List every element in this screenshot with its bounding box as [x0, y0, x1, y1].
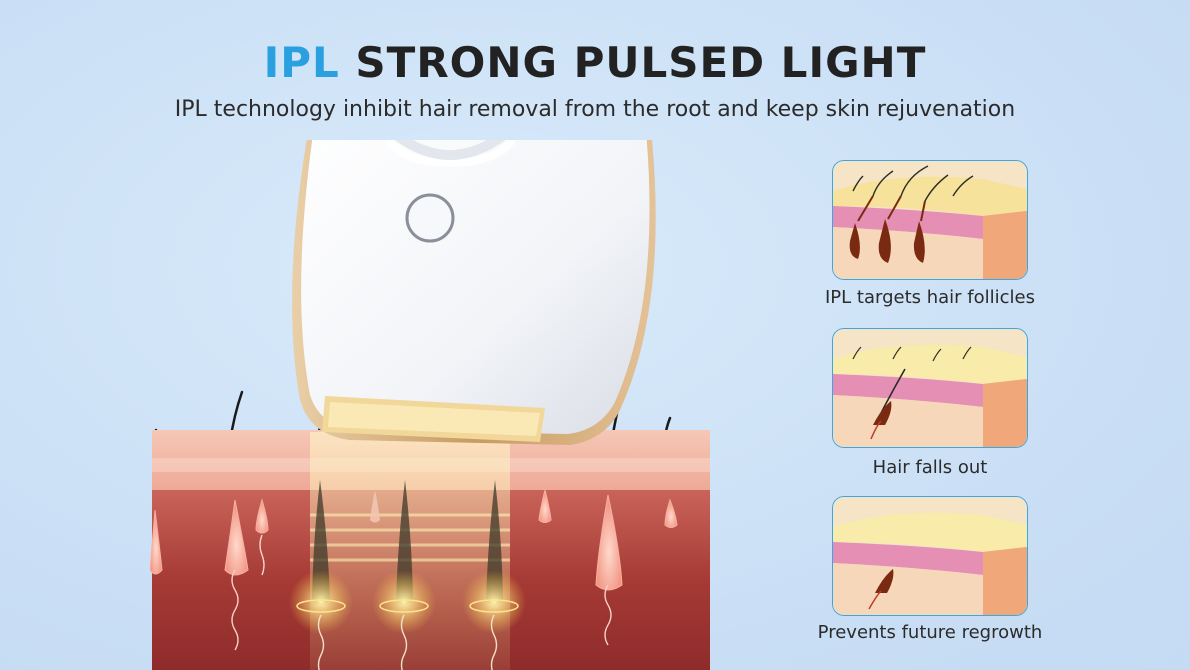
page-title: IPL STRONG PULSED LIGHT: [0, 38, 1190, 87]
title-rest: STRONG PULSED LIGHT: [355, 38, 927, 87]
skin-hair-falling-illustration: [833, 329, 1027, 447]
power-button-icon: [405, 193, 455, 243]
step-card-hair-falls: [832, 328, 1028, 448]
step-card-no-regrowth: [832, 496, 1028, 616]
skin-follicles-illustration: [833, 161, 1027, 279]
step-caption: IPL targets hair follicles: [824, 287, 1035, 308]
ipl-device-illustration: [149, 103, 710, 670]
step-caption: Hair falls out: [872, 457, 988, 478]
ipl-device-scene: [149, 103, 720, 670]
page-subtitle: IPL technology inhibit hair removal from…: [174, 97, 1016, 122]
step-caption: Prevents future regrowth: [817, 622, 1043, 643]
ipl-device: [292, 103, 656, 445]
step-card-follicles: [832, 160, 1028, 280]
title-accent: IPL: [263, 38, 340, 87]
skin-no-regrowth-illustration: [833, 497, 1027, 615]
